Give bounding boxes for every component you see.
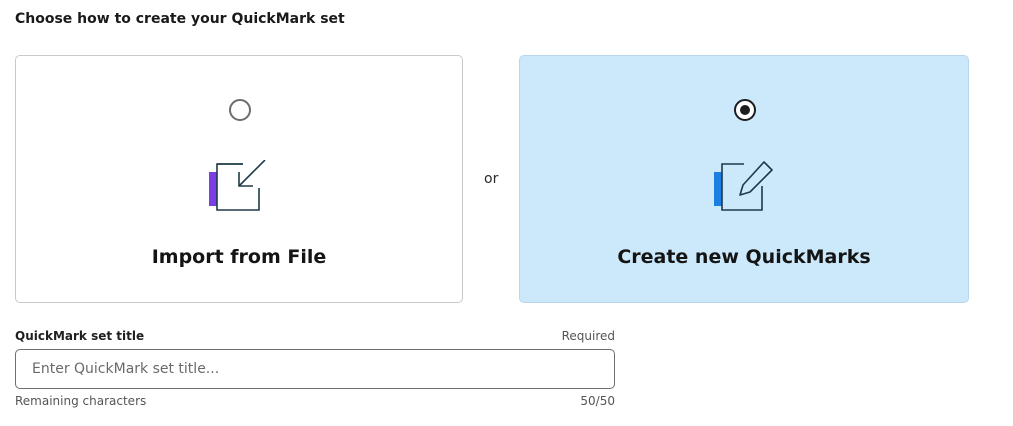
- required-indicator: Required: [561, 329, 615, 343]
- import-radio-button[interactable]: [229, 99, 251, 121]
- import-file-icon: [209, 159, 271, 216]
- quickmark-set-title-input[interactable]: [15, 349, 615, 389]
- import-from-file-option[interactable]: Import from File: [15, 55, 463, 303]
- create-edit-icon: [714, 160, 776, 216]
- radio-selected-dot: [740, 105, 750, 115]
- or-separator: or: [484, 171, 499, 187]
- create-new-quickmarks-option[interactable]: Create new QuickMarks: [519, 55, 969, 303]
- import-option-title: Import from File: [151, 246, 327, 268]
- page-heading: Choose how to create your QuickMark set: [15, 11, 345, 27]
- create-radio-button[interactable]: [734, 99, 756, 121]
- remaining-characters-label: Remaining characters: [15, 394, 147, 408]
- title-field-label: QuickMark set title: [15, 329, 145, 343]
- remaining-characters-count: 50/50: [580, 394, 615, 408]
- create-option-title: Create new QuickMarks: [617, 246, 871, 268]
